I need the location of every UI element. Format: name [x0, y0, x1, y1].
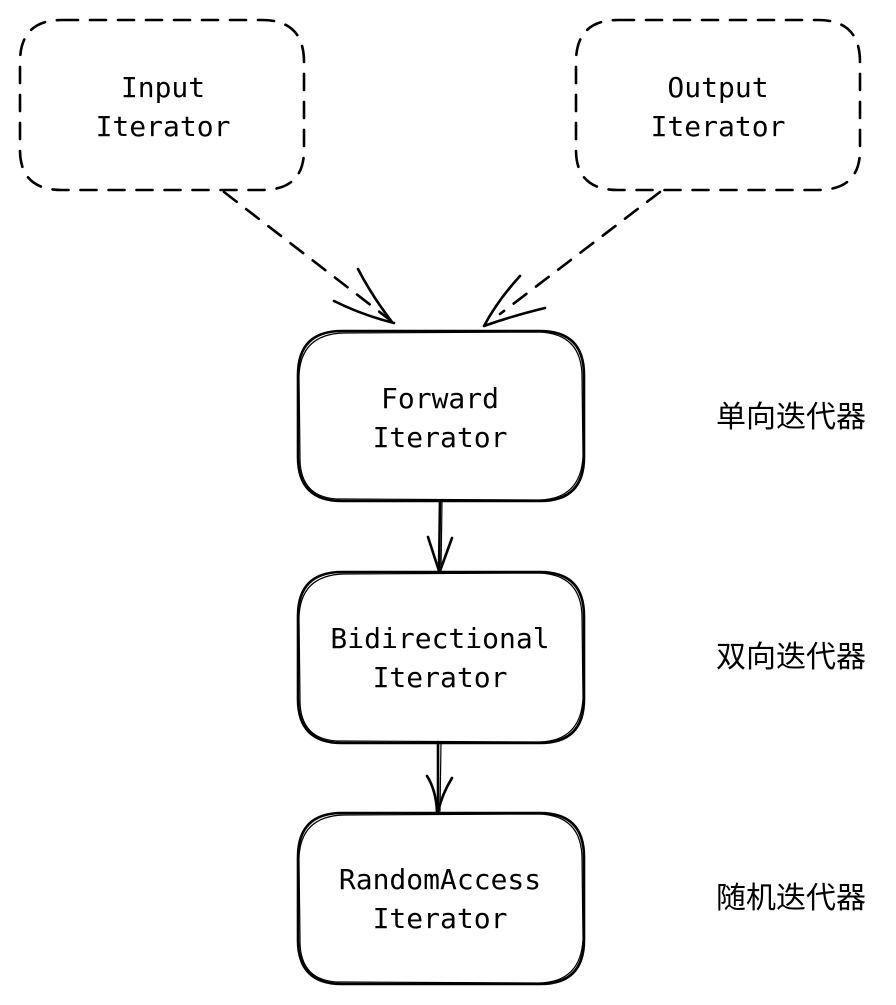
node-forward-shape[interactable] — [296, 329, 586, 503]
node-forward-line-1: Forward — [380, 382, 500, 415]
node-bidirectional-sketch — [298, 572, 584, 743]
node-random-shape[interactable] — [296, 811, 586, 986]
arrowhead-bidirectional-to-random — [425, 774, 454, 814]
node-output-shape[interactable] — [574, 18, 862, 192]
node-bidirectional-label: Bidirectional Iterator — [330, 619, 549, 697]
node-random-line-2: Iterator — [372, 902, 508, 935]
node-forward-line-2: Iterator — [372, 421, 508, 454]
node-output-line-2: Iterator — [650, 110, 786, 143]
node-forward-label: Forward Iterator — [373, 379, 508, 457]
node-random-line-1: RandomAccess — [338, 863, 542, 896]
node-bidirectional-line-2: Iterator — [372, 661, 508, 694]
side-label-random: 随机迭代器 — [716, 881, 866, 916]
edge-forward-to-bidirectional — [437, 499, 442, 573]
arrowhead-output-to-forward — [482, 274, 547, 328]
side-label-forward: 单向迭代器 — [716, 400, 866, 435]
node-bidirectional-shape[interactable] — [296, 570, 586, 745]
node-input-line-2: Iterator — [95, 110, 231, 143]
node-output-line-1: Output — [667, 71, 769, 104]
node-input-shape[interactable] — [18, 18, 306, 192]
side-label-bidirectional: 双向迭代器 — [716, 640, 866, 675]
node-random-label: RandomAccess Iterator — [339, 860, 541, 938]
node-output-label: Output Iterator — [651, 68, 786, 146]
arrowhead-forward-to-bidirectional — [426, 535, 454, 573]
node-input-line-1: Input — [120, 71, 206, 104]
edge-input-to-forward — [222, 190, 392, 322]
node-forward-sketch — [298, 331, 584, 501]
node-input-label: Input Iterator — [96, 68, 231, 146]
node-bidirectional-line-1: Bidirectional — [330, 622, 550, 655]
node-random-sketch — [298, 813, 584, 984]
arrowhead-input-to-forward — [332, 267, 396, 325]
edge-output-to-forward — [498, 190, 662, 316]
edge-forward-to-bidirectional-sketch — [440, 501, 443, 571]
